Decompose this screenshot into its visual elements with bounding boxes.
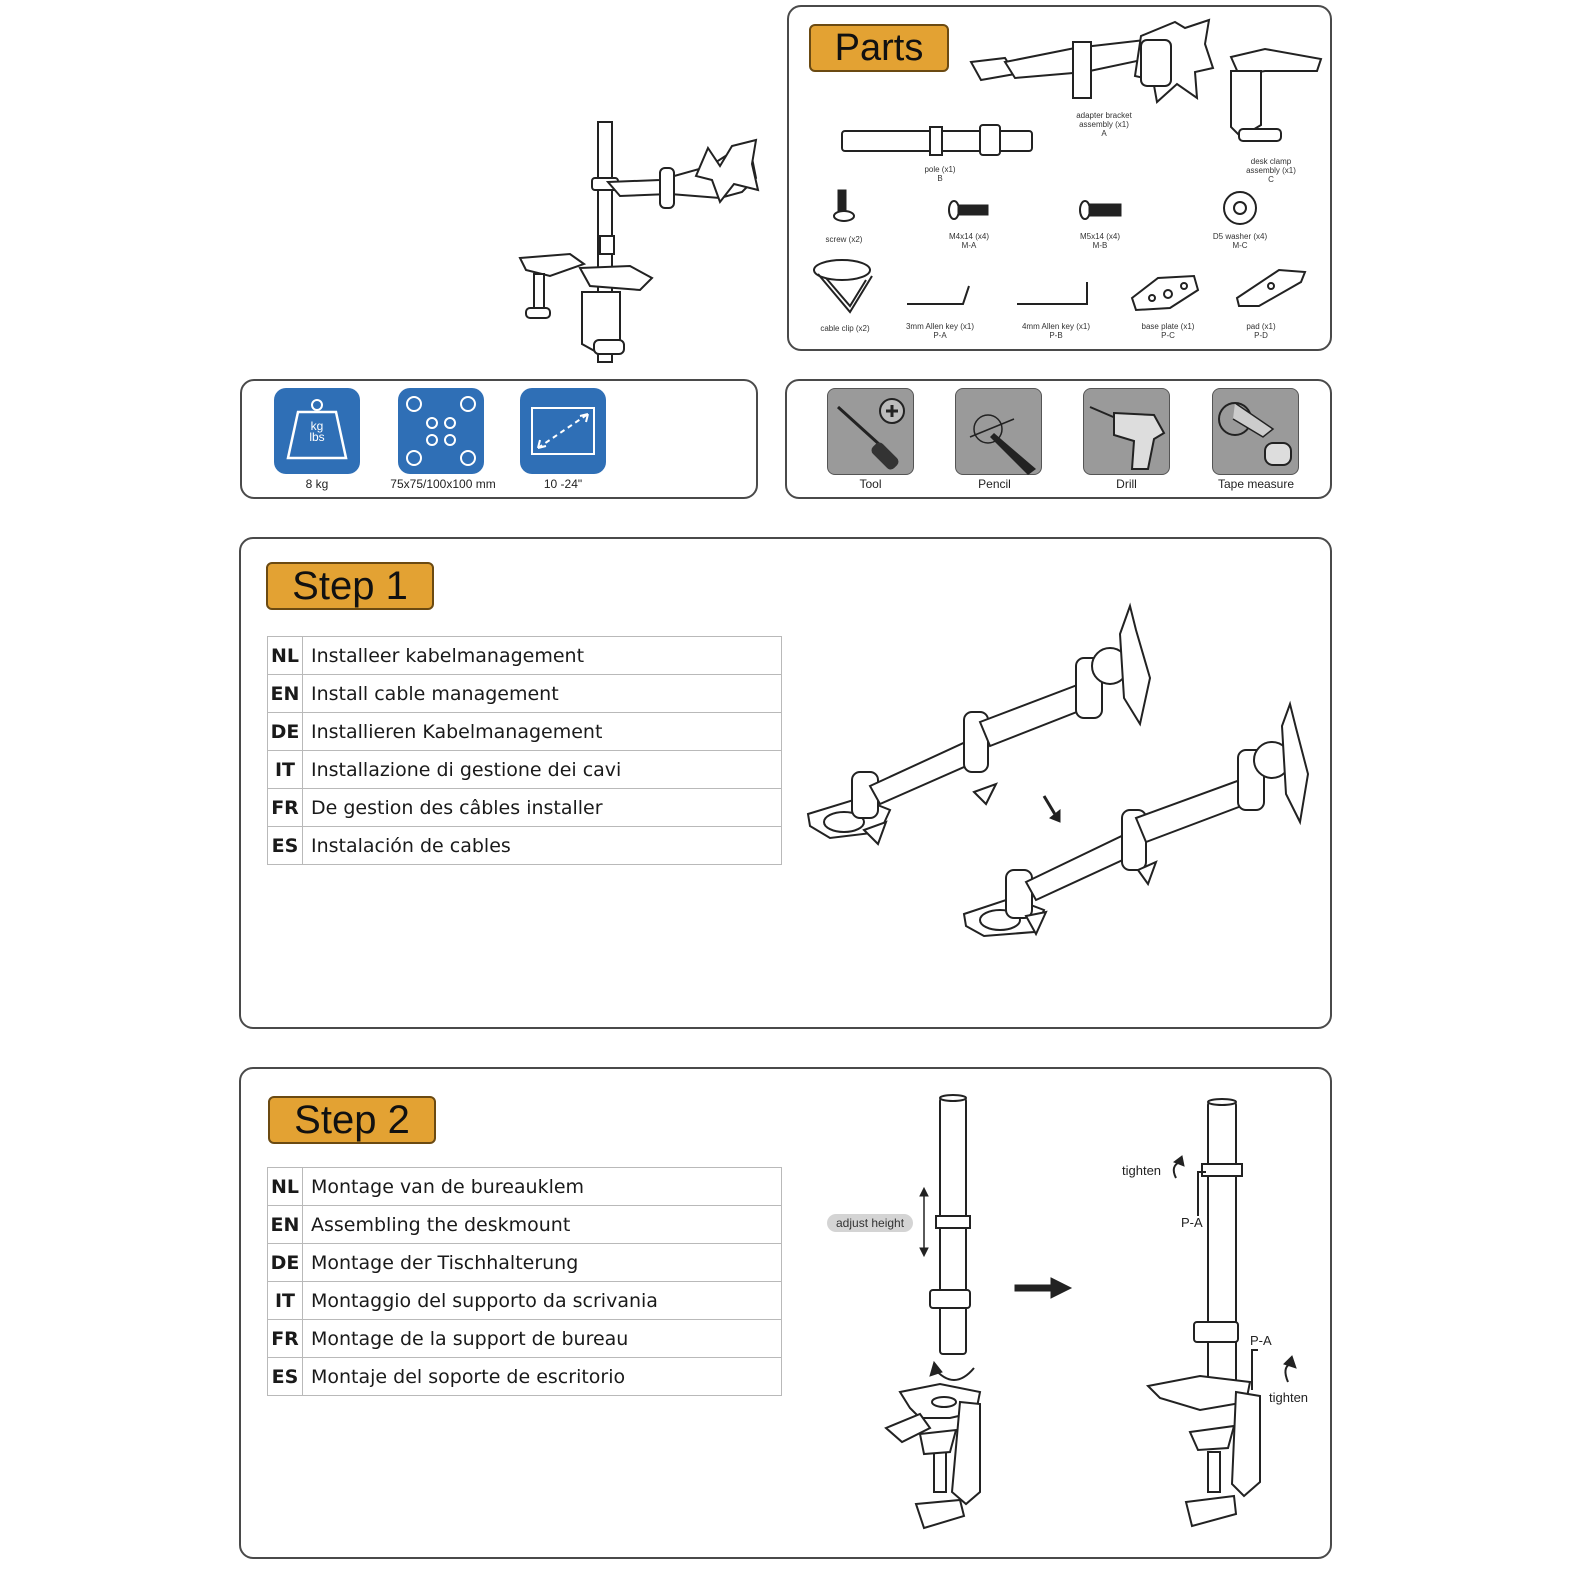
part-label-pb: 4mm Allen key (x1) P-B bbox=[1021, 322, 1091, 340]
tool-label: Tool bbox=[859, 477, 882, 491]
allen-key-label-bottom: P-A bbox=[1250, 1333, 1272, 1348]
part-label-pd: pad (x1) P-D bbox=[1246, 322, 1276, 340]
bolt-m4-illustration bbox=[948, 200, 989, 220]
pencil-icon bbox=[955, 388, 1042, 475]
lang-code: IT bbox=[267, 750, 303, 789]
lang-code: EN bbox=[267, 1205, 303, 1244]
allen-key-3mm-illustration bbox=[907, 285, 970, 305]
instruction-text: Install cable management bbox=[302, 674, 782, 713]
screen-size-icon bbox=[520, 388, 606, 474]
tighten-label-bottom: tighten bbox=[1269, 1390, 1309, 1405]
lang-code: FR bbox=[267, 1319, 303, 1358]
washer-illustration bbox=[1223, 191, 1257, 225]
parts-title: Parts bbox=[809, 24, 949, 72]
part-label-a: adapter bracket assembly (x1) A bbox=[1076, 111, 1132, 138]
tighten-label-top: tighten bbox=[1122, 1163, 1162, 1178]
step2-assembled-illustration bbox=[1145, 1098, 1297, 1528]
weight-unit-text: kg lbs bbox=[309, 419, 325, 444]
cable-clip-illustration bbox=[813, 259, 873, 314]
instruction-text: Montage de la support de bureau bbox=[302, 1319, 782, 1358]
part-label-b: pole (x1) B bbox=[924, 165, 956, 183]
instruction-text: Instalación de cables bbox=[302, 826, 782, 865]
base-plate-illustration bbox=[1130, 274, 1200, 312]
tape-measure-icon bbox=[1212, 388, 1299, 475]
lang-code: ES bbox=[267, 1357, 303, 1396]
part-label-cable-clip: cable clip (x2) bbox=[820, 324, 870, 333]
step1-title: Step 1 bbox=[266, 562, 434, 610]
pencil-label: Pencil bbox=[978, 477, 1011, 491]
step1-arm-illustration bbox=[806, 602, 1310, 938]
vesa-label: 75x75/100x100 mm bbox=[390, 477, 496, 491]
lang-code: EN bbox=[267, 674, 303, 713]
instruction-text: Installazione di gestione dei cavi bbox=[302, 750, 782, 789]
part-label-mc: D5 washer (x4) M-C bbox=[1212, 232, 1268, 250]
part-label-ma: M4x14 (x4) M-A bbox=[948, 232, 989, 250]
lang-code: ES bbox=[267, 826, 303, 865]
lang-code: FR bbox=[267, 788, 303, 827]
part-label-mb: M5x14 (x4) M-B bbox=[1079, 232, 1120, 250]
lang-code: NL bbox=[267, 1167, 303, 1206]
drill-label: Drill bbox=[1116, 477, 1137, 491]
weight-icon: kg lbs bbox=[274, 388, 360, 474]
instruction-text: De gestion des câbles installer bbox=[302, 788, 782, 827]
lang-code: DE bbox=[267, 1243, 303, 1282]
screwdriver-icon bbox=[827, 388, 914, 475]
part-label-pa: 3mm Allen key (x1) P-A bbox=[905, 322, 975, 340]
assembled-mount-illustration bbox=[518, 121, 760, 363]
drill-icon bbox=[1083, 388, 1170, 475]
desk-clamp-illustration bbox=[1229, 47, 1323, 142]
instruction-text: Montaje del soporte de escritorio bbox=[302, 1357, 782, 1396]
instruction-text: Assembling the deskmount bbox=[302, 1205, 782, 1244]
lang-code: DE bbox=[267, 712, 303, 751]
allen-key-4mm-illustration bbox=[1017, 282, 1088, 305]
adapter-bracket-illustration bbox=[969, 18, 1215, 104]
vesa-pattern-icon bbox=[398, 388, 484, 474]
pole-illustration bbox=[841, 124, 1033, 156]
instruction-text: Montage van de bureauklem bbox=[302, 1167, 782, 1206]
lang-code: IT bbox=[267, 1281, 303, 1320]
lang-code: NL bbox=[267, 636, 303, 675]
part-label-c: desk clamp assembly (x1) C bbox=[1246, 157, 1296, 184]
screw-illustration bbox=[833, 189, 855, 222]
pad-illustration bbox=[1235, 268, 1307, 307]
part-label-pc: base plate (x1) P-C bbox=[1141, 322, 1195, 340]
instruction-text: Installeer kabelmanagement bbox=[302, 636, 782, 675]
instruction-text: Montaggio del supporto da scrivania bbox=[302, 1281, 782, 1320]
part-label-screw: screw (x2) bbox=[825, 235, 863, 244]
step2-pole-illustration bbox=[884, 1094, 982, 1530]
step2-title: Step 2 bbox=[268, 1096, 436, 1144]
instruction-text: Montage der Tischhalterung bbox=[302, 1243, 782, 1282]
step2-arrow-icon bbox=[1014, 1277, 1073, 1299]
bolt-m5-illustration bbox=[1079, 200, 1122, 220]
instruction-text: Installieren Kabelmanagement bbox=[302, 712, 782, 751]
weight-label: 8 kg bbox=[305, 477, 329, 491]
tape-measure-label: Tape measure bbox=[1217, 477, 1295, 491]
screen-size-label: 10 -24" bbox=[543, 477, 583, 491]
adjust-height-label: adjust height bbox=[827, 1214, 914, 1232]
allen-key-label-top: P-A bbox=[1181, 1215, 1203, 1230]
